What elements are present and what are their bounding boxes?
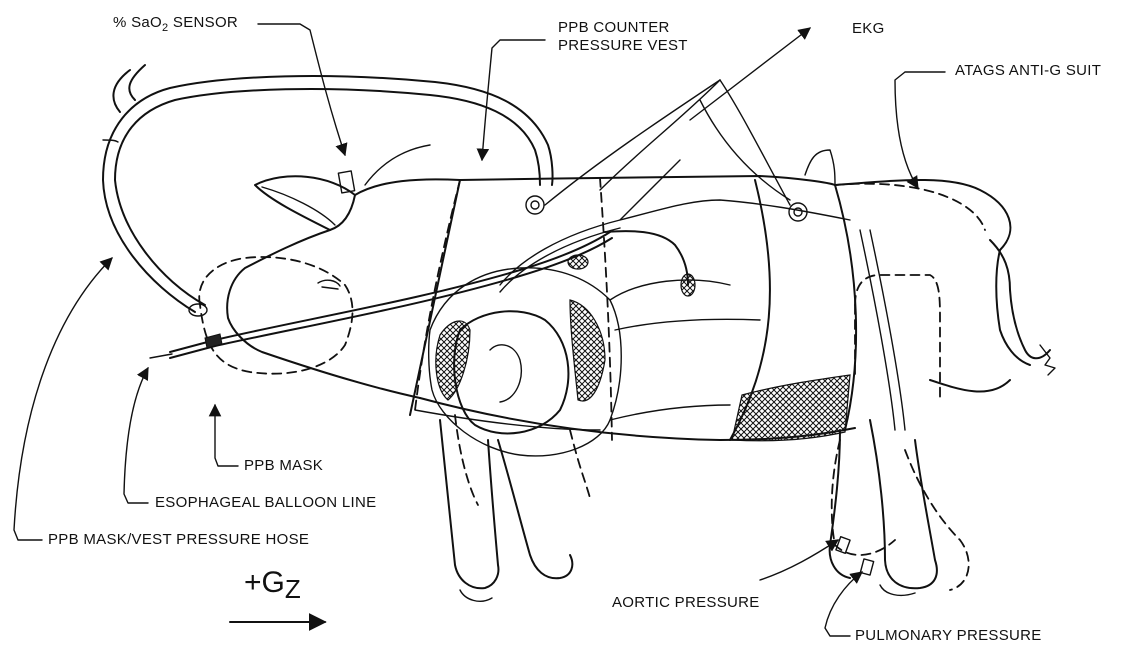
exposed-thorax bbox=[429, 268, 760, 456]
aortic-pressure-label: AORTIC PRESSURE bbox=[612, 594, 760, 612]
ppb-mask-label: PPB MASK bbox=[244, 457, 323, 475]
ppb-counter-vest-label: PPB COUNTER PRESSURE VEST bbox=[558, 19, 688, 55]
sao2-sensor-label: % SaO2 SENSOR bbox=[113, 14, 238, 37]
pig-outline bbox=[227, 176, 1055, 601]
ekg-label: EKG bbox=[852, 20, 885, 38]
gz-acceleration-label: +GZ bbox=[244, 566, 301, 605]
catheter-lines bbox=[150, 160, 850, 358]
esophageal-balloon-line-label: ESOPHAGEAL BALLOON LINE bbox=[155, 494, 376, 512]
pulmonary-pressure-label: PULMONARY PRESSURE bbox=[855, 627, 1042, 645]
ppb-mask-vest-pressure-hose-label: PPB MASK/VEST PRESSURE HOSE bbox=[48, 531, 309, 549]
anti-g-suit bbox=[730, 150, 985, 590]
atags-anti-g-suit-label: ATAGS ANTI-G SUIT bbox=[955, 62, 1101, 80]
